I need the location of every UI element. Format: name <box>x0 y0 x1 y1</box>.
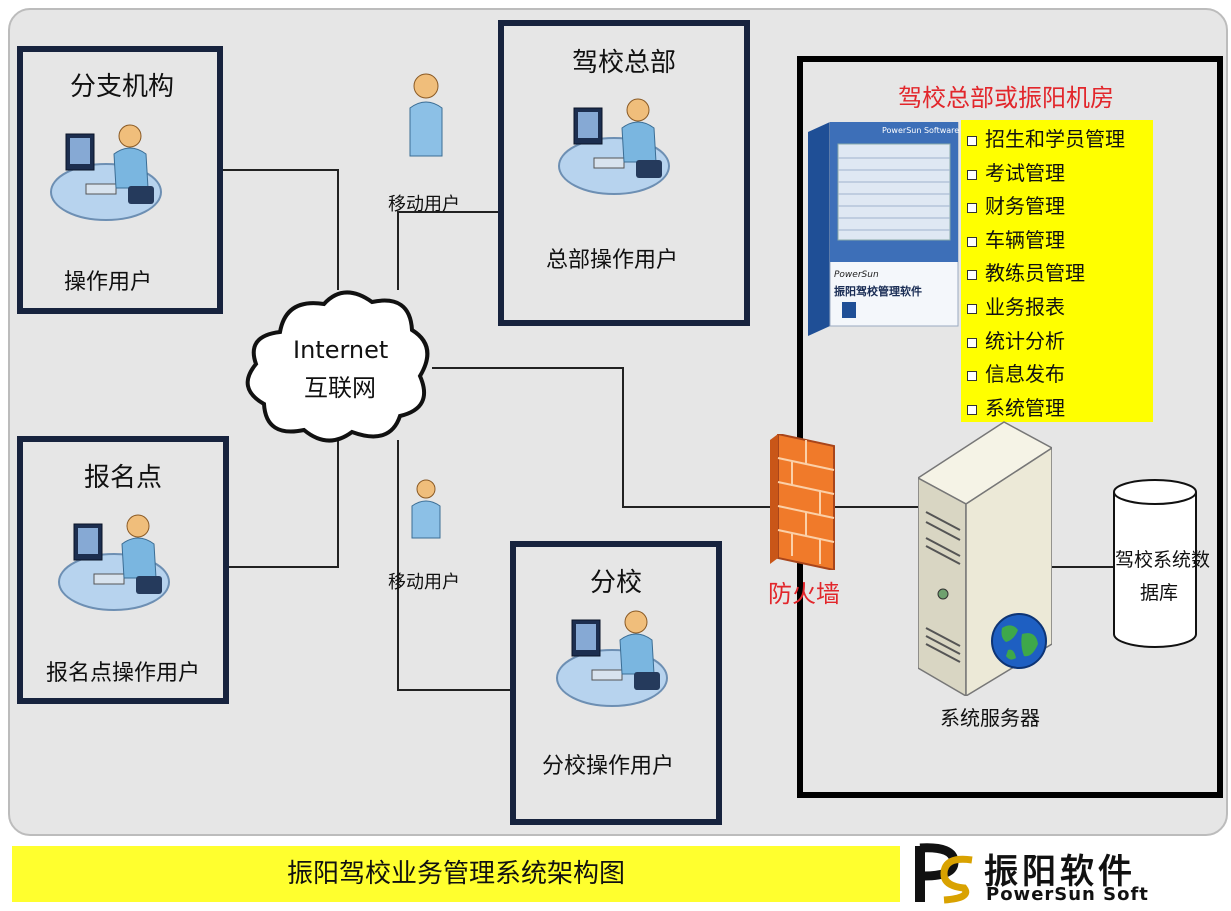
globe-icon <box>991 613 1047 669</box>
mobile-user-icon <box>411 479 441 539</box>
branch-user-label: 操作用户 <box>64 270 153 295</box>
feature-item: 招生和学员管理 <box>967 123 1125 152</box>
checkbox-icon <box>967 135 977 146</box>
hq-box <box>498 20 750 326</box>
checkbox-icon <box>967 337 977 348</box>
feature-item: 车辆管理 <box>967 224 1065 253</box>
database-icon <box>1113 479 1197 648</box>
mobile-user-icon <box>409 73 443 157</box>
checkbox-icon <box>967 202 977 213</box>
feature-item: 财务管理 <box>967 190 1065 219</box>
firewall-label: 防火墙 <box>768 580 840 608</box>
feature-item: 信息发布 <box>967 358 1065 387</box>
product-box-top-text: PowerSun Software <box>882 126 960 135</box>
feature-item: 业务报表 <box>967 291 1065 320</box>
hq-user-label: 总部操作用户 <box>546 248 679 273</box>
server-label: 系统服务器 <box>940 706 1040 730</box>
checkbox-icon <box>967 236 977 247</box>
feature-list: 招生和学员管理 考试管理 财务管理 车辆管理 教练员管理 业务报表 统计分析 信… <box>961 120 1153 422</box>
database-label-line1: 驾校系统数 <box>1115 549 1211 571</box>
subschool-title: 分校 <box>590 568 643 598</box>
subschool-user-label: 分校操作用户 <box>542 754 675 779</box>
product-box-brand: PowerSun <box>834 270 879 280</box>
branch-title: 分支机构 <box>70 72 175 102</box>
internet-label-en: Internet <box>293 336 389 364</box>
footer-banner: 振阳驾校业务管理系统架构图 <box>12 846 900 902</box>
footer-title: 振阳驾校业务管理系统架构图 <box>286 859 625 889</box>
registration-title: 报名点 <box>84 463 163 493</box>
workstation-icon <box>558 98 670 195</box>
mobile-user-top-label: 移动用户 <box>388 194 460 215</box>
workstation-icon <box>50 124 162 221</box>
mobile-user-bottom-label: 移动用户 <box>388 572 460 593</box>
product-box-name: 振阳驾校管理软件 <box>834 285 922 298</box>
checkbox-icon <box>967 269 977 280</box>
line-internet-subschool <box>397 440 512 691</box>
feature-item: 教练员管理 <box>967 257 1085 286</box>
line-internet-hq <box>397 211 498 290</box>
database-label-line2: 据库 <box>1140 582 1179 604</box>
logo-cn-text: 振阳软件 <box>984 852 1136 892</box>
registration-user-label: 报名点操作用户 <box>46 661 201 686</box>
feature-item: 考试管理 <box>967 157 1065 186</box>
workstation-icon <box>556 610 668 707</box>
hq-title: 驾校总部 <box>572 48 677 78</box>
powersun-logo-icon <box>915 843 973 904</box>
feature-item: 系统管理 <box>967 392 1065 421</box>
firewall-icon <box>770 434 835 570</box>
logo-en-text: PowerSun Soft <box>986 884 1149 905</box>
internet-cloud-icon <box>245 290 430 443</box>
server-room-title: 驾校总部或振阳机房 <box>898 84 1114 112</box>
server-room-frame <box>797 56 1223 798</box>
checkbox-icon <box>967 404 977 415</box>
product-box-image <box>808 122 959 336</box>
internet-label-cn: 互联网 <box>304 374 376 402</box>
feature-item: 统计分析 <box>967 325 1065 354</box>
checkbox-icon <box>967 370 977 381</box>
checkbox-icon <box>967 303 977 314</box>
workstation-icon <box>58 514 170 611</box>
checkbox-icon <box>967 169 977 180</box>
